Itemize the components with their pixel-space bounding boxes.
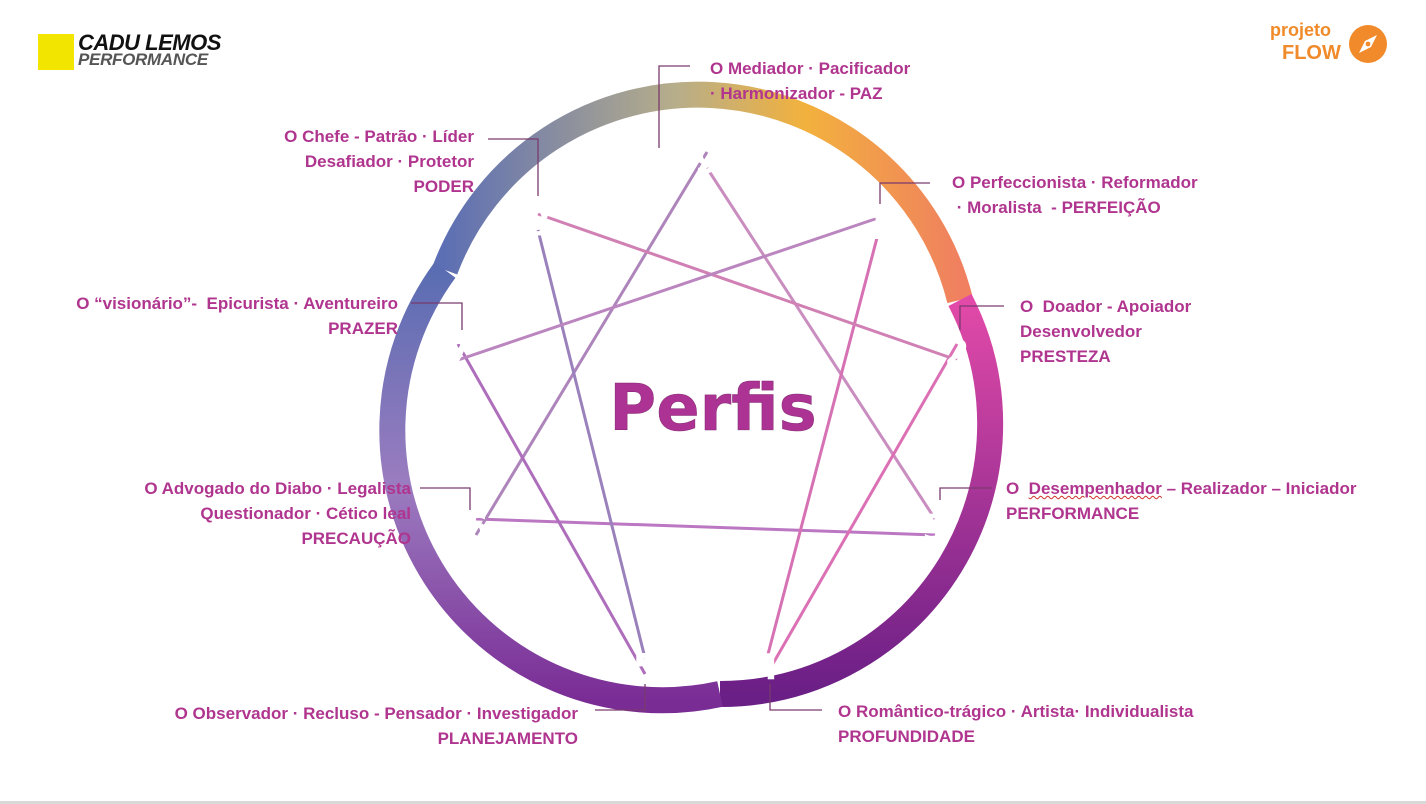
point-number-1: 1 bbox=[865, 207, 890, 248]
inner-line-3-6 bbox=[475, 517, 936, 537]
label-8-line-1: O Chefe - Patrão · Líder bbox=[284, 127, 474, 146]
label-2-line-3: PRESTEZA bbox=[1020, 347, 1111, 366]
ring-segment-right bbox=[719, 294, 1004, 707]
point-number-5: 5 bbox=[632, 647, 657, 688]
label-1-line-1: O Perfeccionista · Reformador bbox=[952, 173, 1198, 192]
inner-line-5-7 bbox=[456, 343, 647, 675]
point-number-4: 4 bbox=[754, 647, 779, 688]
label-3-suffix: – Realizador – Iniciador bbox=[1161, 479, 1357, 498]
label-connector-8 bbox=[488, 138, 539, 196]
ring-segment-top bbox=[432, 81, 973, 304]
point-number-8: 8 bbox=[525, 203, 550, 244]
point-numbers: 9 1 2 3 4 5 6 7 8 bbox=[445, 141, 969, 688]
profile-label-9: O Mediador · Pacificador · Harmonizador … bbox=[710, 56, 910, 106]
label-3-prefix: O bbox=[1006, 479, 1029, 498]
inner-line-7-1 bbox=[457, 216, 879, 362]
label-3-underlined-word: Desempenhador bbox=[1028, 479, 1162, 498]
label-connector-9 bbox=[658, 65, 690, 148]
label-2-line-1: O Doador - Apoiador bbox=[1020, 297, 1192, 316]
profile-label-3: O Desempenhador – Realizador – Iniciador… bbox=[1006, 476, 1357, 526]
inner-line-9-3 bbox=[705, 167, 937, 520]
profile-label-8: O Chefe - Patrão · Líder Desafiador · Pr… bbox=[284, 124, 474, 199]
label-4-line-2: PROFUNDIDADE bbox=[838, 727, 975, 746]
label-4-line-1: O Romântico-trágico · Artista· Individua… bbox=[838, 702, 1194, 721]
label-7-line-2: PRAZER bbox=[328, 319, 398, 338]
label-connectors bbox=[411, 65, 1004, 711]
label-connector-2 bbox=[959, 305, 1004, 330]
label-8-line-3: PODER bbox=[413, 177, 474, 196]
label-2-line-2: Desenvolvedor bbox=[1020, 322, 1142, 341]
label-connector-1 bbox=[879, 182, 930, 204]
label-6-line-1: O Advogado do Diabo · Legalista bbox=[144, 479, 411, 498]
profile-label-5: O Observador · Recluso - Pensador · Inve… bbox=[175, 701, 578, 751]
label-connector-7 bbox=[411, 302, 463, 330]
profile-label-4: O Romântico-trágico · Artista· Individua… bbox=[838, 699, 1193, 749]
label-3-line-1: O Desempenhador – Realizador – Iniciador bbox=[1006, 476, 1357, 501]
brand-logo-right: projeto FLOW bbox=[1266, 18, 1396, 70]
label-3-line-2: PERFORMANCE bbox=[1006, 504, 1140, 523]
center-title: Perfis bbox=[609, 372, 816, 446]
label-connector-3 bbox=[939, 487, 992, 500]
point-number-3: 3 bbox=[922, 508, 947, 549]
inner-line-2-8 bbox=[537, 212, 958, 362]
enneagram-inner-lines bbox=[456, 151, 959, 675]
bottom-divider bbox=[0, 801, 1426, 804]
label-7-line-1: O “visionário”- Epicurista · Aventureiro bbox=[76, 294, 398, 313]
label-connector-5 bbox=[595, 684, 646, 711]
ring-segment-left bbox=[379, 262, 723, 714]
inner-line-6-9 bbox=[474, 151, 709, 536]
brand-word-1: projeto bbox=[1270, 20, 1331, 40]
inner-line-4-2 bbox=[765, 343, 959, 675]
profile-label-2: O Doador - Apoiador Desenvolvedor PRESTE… bbox=[1020, 294, 1191, 369]
point-number-9: 9 bbox=[694, 141, 719, 182]
label-6-line-2: Questionador · Cético leal bbox=[200, 504, 411, 523]
label-9-line-1: O Mediador · Pacificador bbox=[710, 59, 911, 78]
label-5-line-2: PLANEJAMENTO bbox=[437, 729, 578, 748]
label-9-line-2: · Harmonizador - PAZ bbox=[710, 84, 883, 103]
point-number-2: 2 bbox=[944, 333, 969, 374]
label-1-line-2: · Moralista - PERFEIÇÃO bbox=[952, 198, 1161, 217]
profile-label-1: O Perfeccionista · Reformador · Moralist… bbox=[952, 170, 1198, 220]
compass-icon bbox=[1349, 25, 1387, 63]
point-number-6: 6 bbox=[463, 508, 488, 549]
brand-subtitle: PERFORMANCE bbox=[78, 50, 208, 69]
label-8-line-2: Desafiador · Protetor bbox=[304, 152, 474, 171]
profile-label-7: O “visionário”- Epicurista · Aventureiro… bbox=[76, 291, 398, 341]
label-6-line-3: PRECAUÇÃO bbox=[301, 529, 411, 548]
profile-label-6: O Advogado do Diabo · Legalista Question… bbox=[144, 476, 411, 551]
brand-name: CADU LEMOS bbox=[78, 30, 221, 55]
label-5-line-1: O Observador · Recluso - Pensador · Inve… bbox=[174, 704, 578, 723]
brand-logo-left: CADU LEMOS PERFORMANCE bbox=[38, 32, 238, 72]
label-connector-6 bbox=[420, 487, 471, 510]
point-number-7: 7 bbox=[445, 333, 470, 374]
inner-line-1-4 bbox=[765, 233, 880, 659]
inner-line-8-5 bbox=[536, 229, 647, 659]
label-connector-4 bbox=[769, 684, 822, 711]
brand-word-2: FLOW bbox=[1282, 42, 1341, 64]
brand-mark-icon bbox=[38, 34, 74, 70]
